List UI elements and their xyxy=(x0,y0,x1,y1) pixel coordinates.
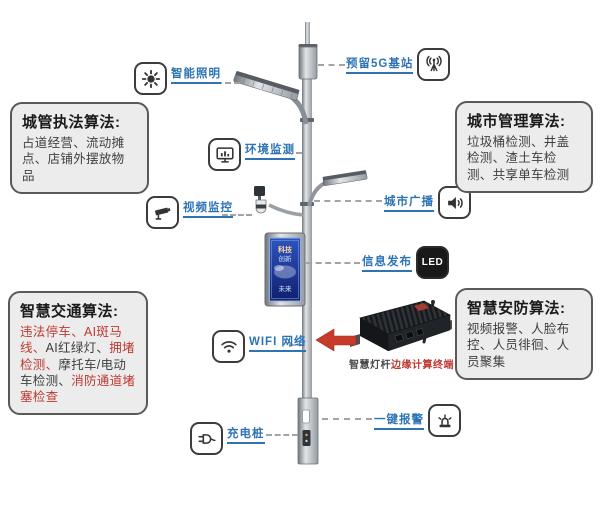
edge-terminal-name: 智慧灯杆 xyxy=(349,360,391,371)
traffic-item: AI斑马线、 xyxy=(20,325,123,356)
smart-lighting-label: 智能照明 xyxy=(171,65,221,84)
callout-charging: 充电桩 xyxy=(190,422,265,455)
urban-enforcement-title: 城管执法算法: xyxy=(22,114,121,131)
box-city-management: 城市管理算法: 垃圾桶检测、井盖检测、渣土车检测、共享单车检测 xyxy=(455,101,593,193)
connector-smart-lighting xyxy=(216,82,240,84)
monitor-icon xyxy=(208,138,241,171)
secondary-lamp-arm xyxy=(307,170,368,207)
screen-text-3: 未来 xyxy=(279,284,293,293)
alarm-label: 一键报警 xyxy=(374,411,424,430)
city-management-title: 城市管理算法: xyxy=(467,113,566,130)
traffic-item: AI红绿灯、 xyxy=(45,341,110,356)
led-icon-text: LED xyxy=(421,257,444,268)
reserved-5g-label: 预留5G基站 xyxy=(346,55,414,74)
smart-traffic-title: 智慧交通算法: xyxy=(20,303,119,320)
antenna-icon xyxy=(417,48,451,81)
traffic-item: 拥堵检测、 xyxy=(20,341,135,372)
smart-security-title: 智慧安防算法: xyxy=(467,300,566,317)
antenna-5g-unit xyxy=(298,44,318,80)
connector-alarm xyxy=(322,418,372,420)
broadcast-label: 城市广播 xyxy=(384,193,434,212)
wifi-label: WIFI 网络 xyxy=(249,333,307,352)
edge-computing-device xyxy=(350,300,452,352)
screen-text-1: 科技 xyxy=(278,245,293,254)
siren-icon xyxy=(428,404,461,437)
traffic-item: 违法停车、 xyxy=(20,325,85,339)
callout-broadcast: 城市广播 xyxy=(384,186,471,219)
callout-video: 视频监控 xyxy=(146,196,233,229)
light-sun-icon xyxy=(134,62,167,95)
video-label: 视频监控 xyxy=(183,199,233,218)
smart-security-body: 视频报警、人脸布控、人员徘徊、人员聚集 xyxy=(467,322,570,369)
city-management-body: 垃圾桶检测、井盖检测、渣土车检测、共享单车检测 xyxy=(467,135,570,182)
smart-traffic-body: 违法停车、AI斑马线、AI红绿灯、拥堵检测、摩托车/电动车检测、消防通道堵塞检查 xyxy=(20,324,136,405)
cctv-camera-icon xyxy=(146,196,179,229)
alarm-button xyxy=(302,409,310,424)
connector-5g xyxy=(318,64,345,66)
box-smart-security: 智慧安防算法: 视频报警、人脸布控、人员徘徊、人员聚集 xyxy=(455,288,593,380)
traffic-item: 摩托车/电动车检测、 xyxy=(20,357,127,388)
info-release-label: 信息发布 xyxy=(362,253,412,272)
screen-text-2: 创新 xyxy=(279,254,293,263)
callout-wifi: WIFI 网络 xyxy=(212,330,307,363)
box-smart-traffic: 智慧交通算法: 违法停车、AI斑马线、AI红绿灯、拥堵检测、摩托车/电动车检测、… xyxy=(8,291,148,416)
callout-reserved-5g: 预留5G基站 xyxy=(346,48,451,81)
led-icon: LED xyxy=(416,246,449,279)
callout-smart-lighting: 智能照明 xyxy=(134,62,221,95)
connector-broadcast xyxy=(314,200,382,202)
traffic-item: 消防通道堵塞检查 xyxy=(20,373,136,404)
red-arrow xyxy=(315,328,357,352)
callout-alarm: 一键报警 xyxy=(374,404,461,437)
urban-enforcement-body: 占道经营、流动摊点、店铺外摆放物品 xyxy=(22,136,125,183)
connector-environment xyxy=(274,152,302,154)
plug-icon xyxy=(190,422,223,455)
callout-info-release: 信息发布 LED xyxy=(362,246,449,279)
connector-video xyxy=(222,214,252,216)
led-display-screen: 科技 创新 未来 xyxy=(264,232,306,307)
main-lamp-arm xyxy=(233,71,309,125)
wifi-icon xyxy=(212,330,245,363)
edge-terminal-label: 智慧灯杆边缘计算终端 xyxy=(349,356,459,371)
charging-port xyxy=(302,430,311,446)
surveillance-camera xyxy=(254,186,304,217)
connector-wifi xyxy=(289,344,302,346)
environment-label: 环境监测 xyxy=(245,141,295,160)
edge-terminal-name-red: 边缘计算终端 xyxy=(391,360,454,371)
callout-environment: 环境监测 xyxy=(208,138,295,171)
box-urban-enforcement: 城管执法算法: 占道经营、流动摊点、店铺外摆放物品 xyxy=(10,102,149,194)
connector-charging xyxy=(266,434,298,436)
pole-base-cabinet xyxy=(297,397,319,465)
connector-info-release xyxy=(306,262,360,264)
charging-label: 充电桩 xyxy=(227,425,265,444)
